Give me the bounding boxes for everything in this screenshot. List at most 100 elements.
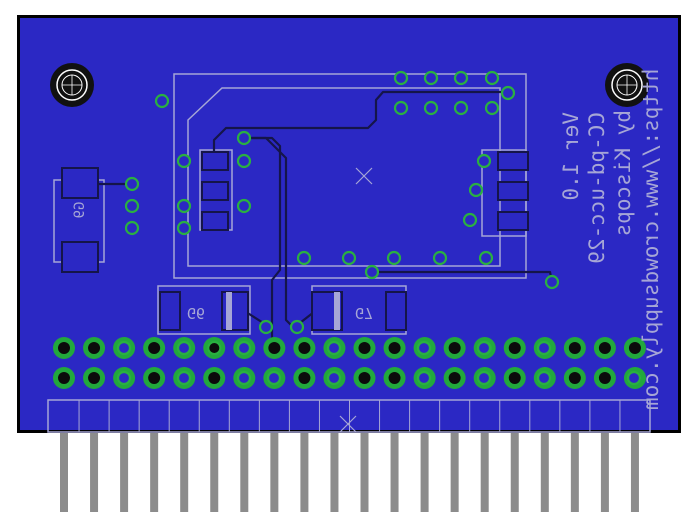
module-inner-outline bbox=[187, 87, 501, 267]
header-pin-icon bbox=[510, 426, 519, 512]
via bbox=[236, 340, 252, 356]
led-left-pad-b bbox=[221, 291, 249, 331]
header-pin-icon bbox=[60, 426, 68, 512]
header-pad-hole bbox=[598, 342, 611, 354]
via bbox=[462, 212, 478, 228]
header-pad-hole bbox=[58, 372, 70, 384]
header-pad-hole bbox=[568, 342, 581, 354]
header-pad-hole bbox=[358, 372, 371, 384]
led-left-outline bbox=[157, 285, 251, 335]
via bbox=[423, 100, 439, 116]
module-pad-r1 bbox=[497, 151, 529, 171]
header-pin-icon bbox=[450, 426, 459, 512]
header-pins bbox=[60, 426, 639, 512]
via bbox=[176, 153, 192, 169]
header-pad-hole bbox=[508, 372, 521, 384]
via bbox=[468, 182, 484, 198]
via bbox=[236, 130, 252, 146]
via bbox=[393, 100, 409, 116]
via bbox=[500, 85, 516, 101]
header-pad-hole bbox=[268, 342, 281, 354]
via bbox=[176, 220, 192, 236]
via bbox=[176, 340, 192, 356]
header-pin-icon bbox=[570, 426, 579, 512]
header-pin-icon bbox=[210, 426, 219, 512]
url-silk-text: https://www.crowdsupply.com bbox=[639, 69, 663, 410]
via bbox=[416, 370, 432, 386]
via bbox=[476, 370, 492, 386]
via bbox=[453, 70, 469, 86]
header-pin-icon bbox=[600, 426, 609, 512]
via bbox=[326, 340, 342, 356]
header-pad-hole bbox=[358, 342, 371, 354]
led-left-ref: G6 bbox=[187, 304, 205, 322]
ic-left-pad-top bbox=[61, 167, 99, 199]
via bbox=[386, 250, 402, 266]
led-right-band bbox=[334, 292, 340, 330]
header-pad-hole bbox=[388, 342, 401, 354]
via bbox=[341, 250, 357, 266]
header-pad-hole bbox=[208, 342, 221, 354]
ic-left-ref: G9 bbox=[72, 202, 88, 219]
via bbox=[258, 319, 274, 335]
via bbox=[326, 370, 342, 386]
header-pad-hole bbox=[448, 342, 461, 354]
header-pad-hole bbox=[628, 342, 641, 354]
header-pin-icon bbox=[390, 426, 399, 512]
header-pad-hole bbox=[58, 342, 70, 354]
header-pad-hole bbox=[298, 342, 311, 354]
via bbox=[478, 250, 494, 266]
header-pad-hole bbox=[88, 342, 101, 354]
via bbox=[536, 340, 552, 356]
via bbox=[423, 70, 439, 86]
module-pad-l1 bbox=[201, 151, 229, 171]
led-right-ref: G7 bbox=[355, 304, 373, 322]
header-pin-icon bbox=[540, 426, 549, 512]
via bbox=[484, 70, 500, 86]
module-pad-r2 bbox=[497, 181, 529, 201]
header-pin-icon bbox=[120, 426, 129, 512]
module-pad-r3 bbox=[497, 211, 529, 231]
via bbox=[476, 340, 492, 356]
header-pin-icon bbox=[630, 426, 639, 512]
header-pad-hole bbox=[298, 372, 311, 384]
via bbox=[154, 93, 170, 109]
trace-center-to-header bbox=[244, 136, 297, 331]
header-pin-icon bbox=[360, 426, 369, 512]
header-pad-hole bbox=[88, 372, 101, 384]
via bbox=[236, 370, 252, 386]
via bbox=[484, 100, 500, 116]
via-icon bbox=[116, 70, 642, 386]
via bbox=[236, 198, 252, 214]
via bbox=[626, 370, 642, 386]
silkscreen-text: https://www.crowdsupply.com by Kiscops C… bbox=[72, 69, 663, 410]
header-pad-hole bbox=[148, 372, 161, 384]
header-pad-hole bbox=[148, 342, 161, 354]
via bbox=[536, 370, 552, 386]
cross-mark-icon bbox=[339, 167, 373, 433]
via bbox=[116, 340, 132, 356]
header-pad-hole bbox=[208, 372, 221, 384]
pin-header-dividers bbox=[78, 400, 621, 432]
header-pin-icon bbox=[480, 426, 489, 512]
header-pad-hole bbox=[508, 342, 521, 354]
header-pin-icon bbox=[330, 426, 339, 512]
header-pad-hole bbox=[568, 372, 581, 384]
header-pin-icon bbox=[270, 426, 279, 512]
module-pad-l2 bbox=[201, 181, 229, 201]
led-left-pad-a bbox=[159, 291, 181, 331]
via bbox=[116, 370, 132, 386]
via bbox=[289, 319, 305, 335]
via bbox=[416, 340, 432, 356]
led-right-pad-b bbox=[385, 291, 407, 331]
via bbox=[266, 370, 282, 386]
via bbox=[364, 264, 380, 280]
header-pin-icon bbox=[180, 426, 189, 512]
via bbox=[393, 70, 409, 86]
led-left-band bbox=[226, 292, 232, 330]
header-pin-icon bbox=[90, 426, 99, 512]
via bbox=[432, 250, 448, 266]
via bbox=[124, 176, 140, 192]
mounting-hole-icon bbox=[50, 63, 649, 107]
